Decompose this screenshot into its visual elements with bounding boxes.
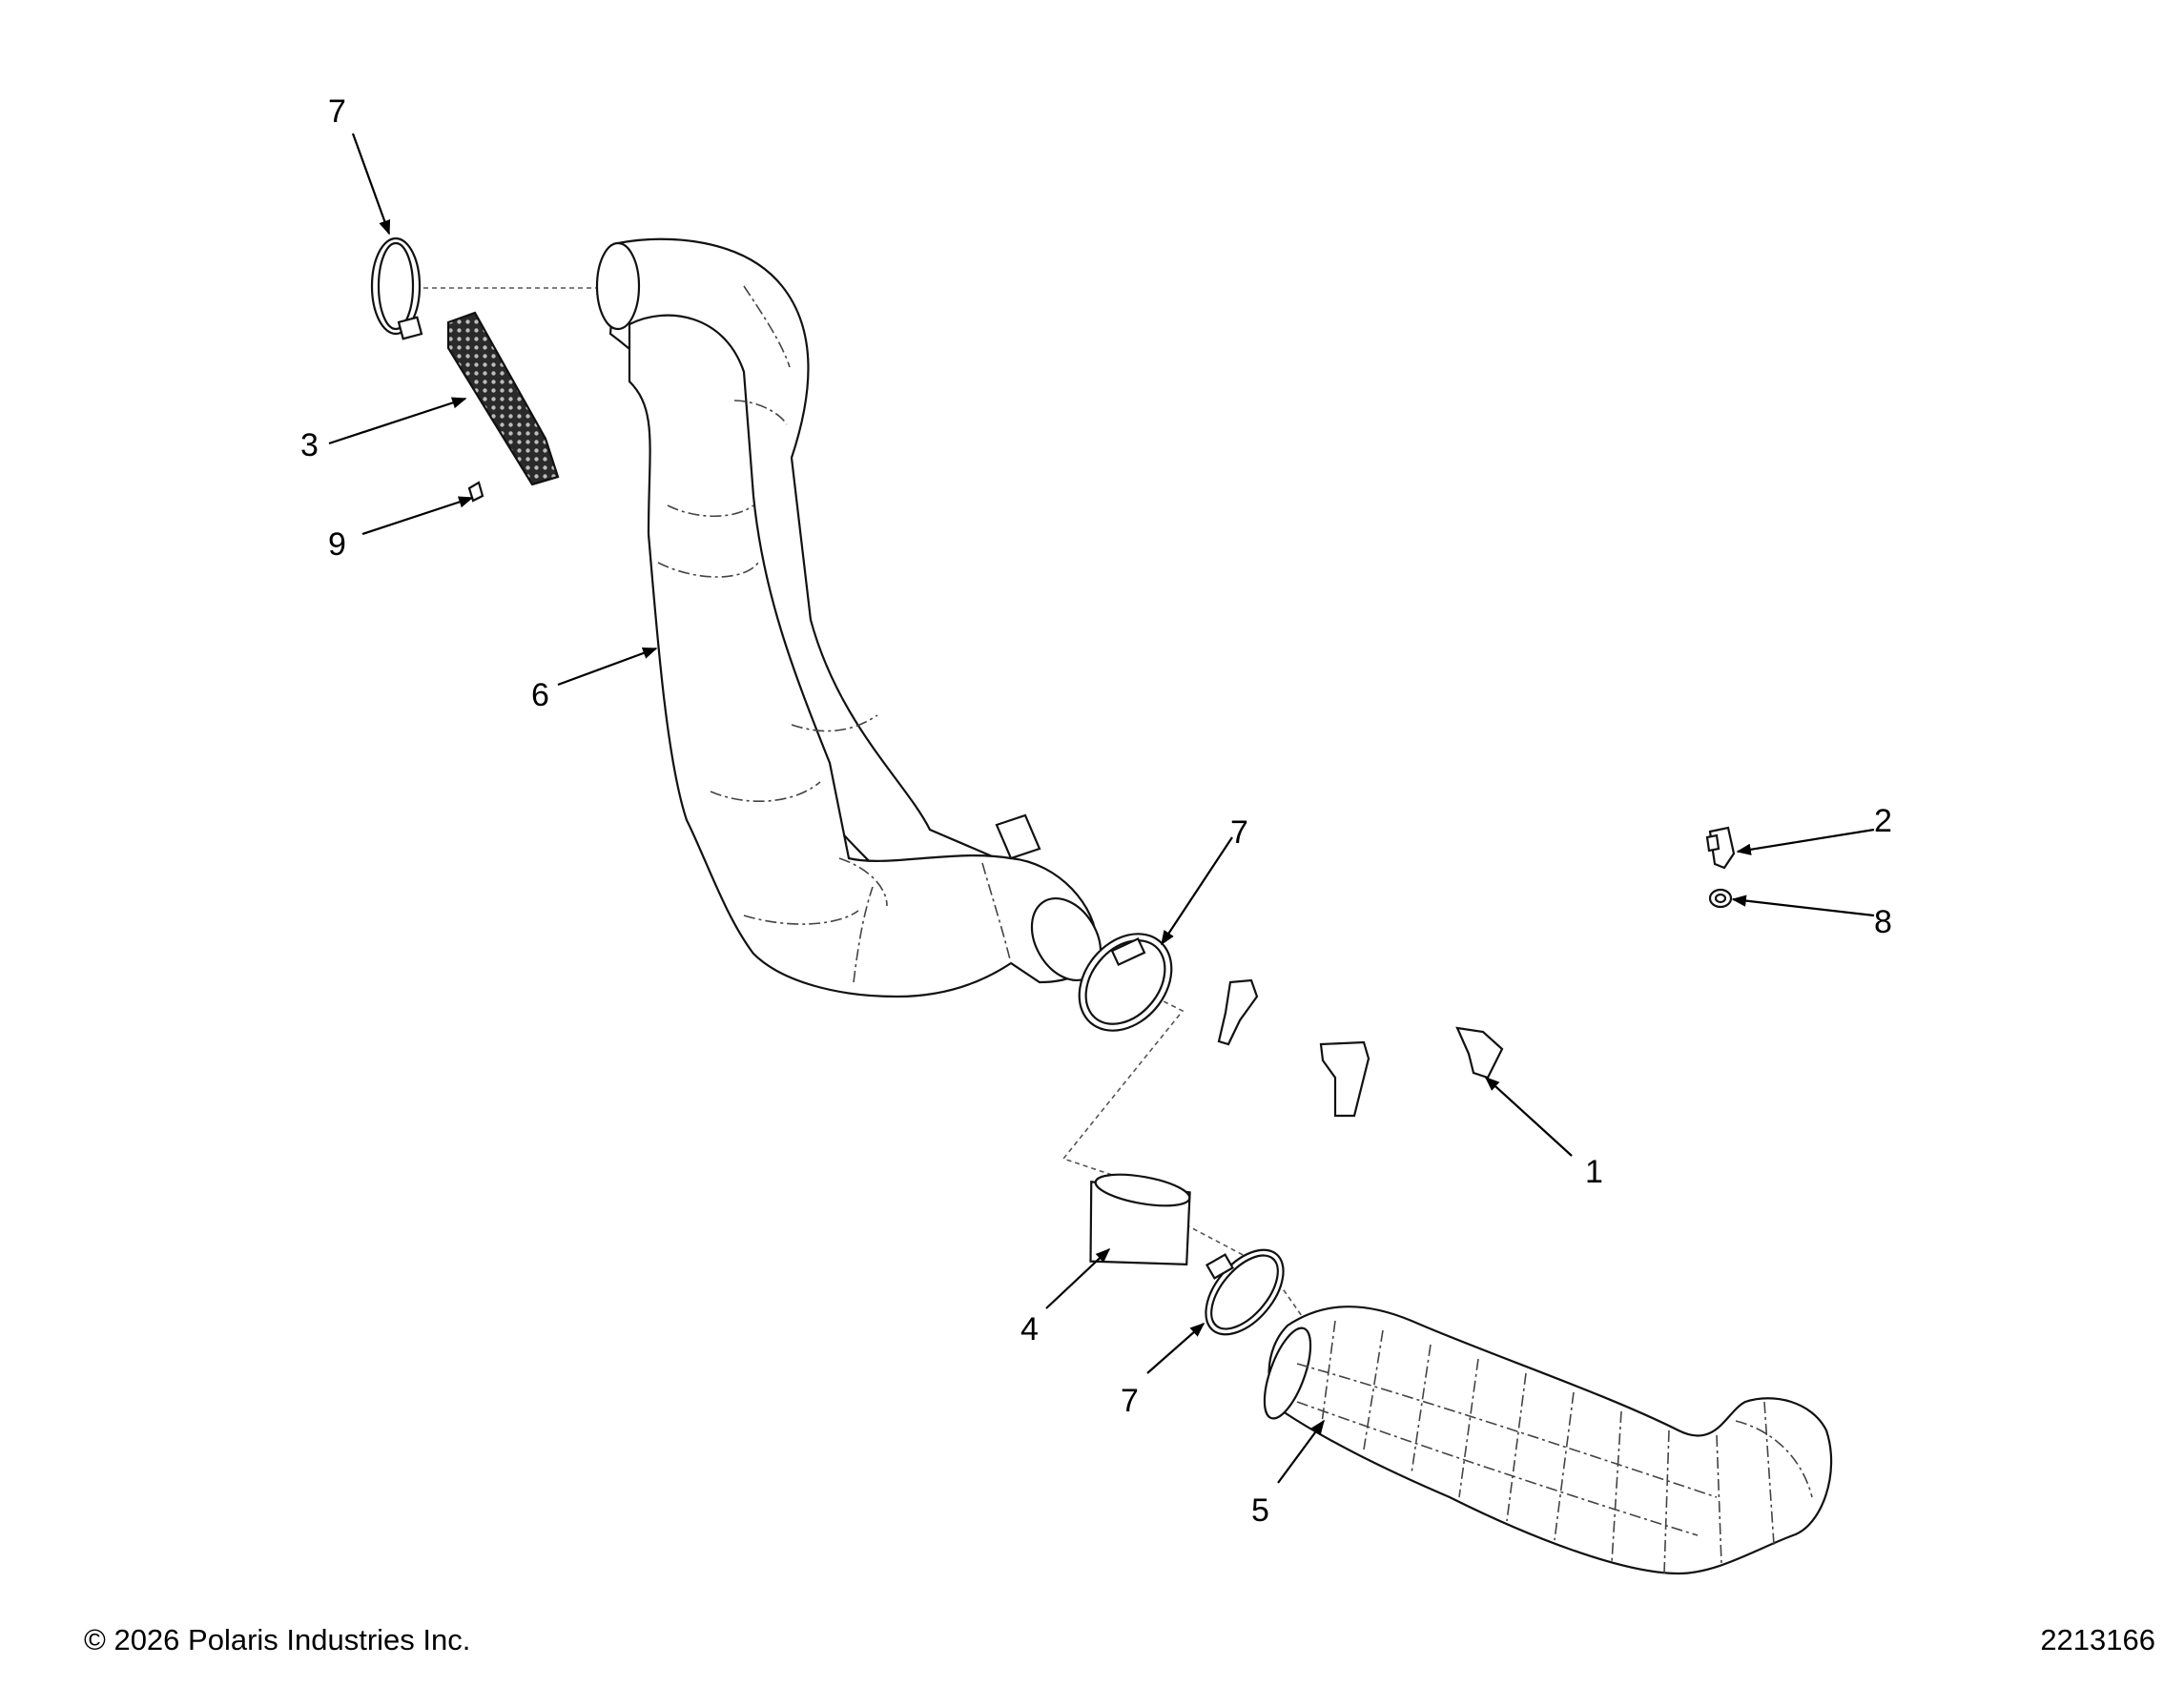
bracket-part-1a <box>1319 1040 1370 1118</box>
callout-4: 4 <box>1020 1311 1039 1347</box>
assembly-line-lower <box>1177 1220 1303 1317</box>
leader-c8 <box>1731 895 1875 917</box>
callout-7-middle: 7 <box>1230 814 1248 851</box>
coupler-part-4 <box>1089 1173 1191 1266</box>
assembly-line-middle <box>1061 981 1185 1188</box>
hose-clamp-lower <box>1205 1248 1285 1336</box>
leader-c2 <box>1736 828 1875 855</box>
callout-5: 5 <box>1251 1492 1269 1529</box>
leader-c3 <box>328 397 467 445</box>
mesh-screen-part-3 <box>446 311 560 486</box>
bracket-small <box>1217 978 1259 1046</box>
callout-3: 3 <box>300 427 319 463</box>
callout-8: 8 <box>1874 904 1892 940</box>
callout-2: 2 <box>1874 803 1892 839</box>
connector-part-2 <box>1705 826 1736 870</box>
intake-duct-part-6 <box>595 237 1102 998</box>
corrugated-hose-part-5 <box>1263 1306 1833 1575</box>
callout-6: 6 <box>531 677 549 713</box>
screw-part-9 <box>461 481 484 506</box>
bracket-part-1b <box>1455 1026 1504 1080</box>
hose-clamp-top <box>370 237 423 340</box>
callout-1: 1 <box>1585 1154 1603 1190</box>
callout-7-lower: 7 <box>1121 1383 1139 1419</box>
hose-clamp-middle <box>1078 933 1173 1032</box>
leader-c6 <box>557 647 658 687</box>
leader-c7c <box>1146 1322 1205 1374</box>
leader-c4 <box>1045 1247 1111 1309</box>
callout-7-top: 7 <box>328 93 346 130</box>
leader-c7a <box>351 133 391 236</box>
nut-part-8 <box>1708 888 1733 909</box>
callout-9: 9 <box>328 526 346 563</box>
copyright-notice: © 2026 Polaris Industries Inc. <box>84 1623 471 1656</box>
leader-c9 <box>361 496 474 536</box>
leader-c1 <box>1484 1076 1573 1157</box>
leader-c7b <box>1161 836 1233 946</box>
leader-c5 <box>1277 1419 1325 1484</box>
diagram-number: 2213166 <box>2040 1623 2155 1656</box>
